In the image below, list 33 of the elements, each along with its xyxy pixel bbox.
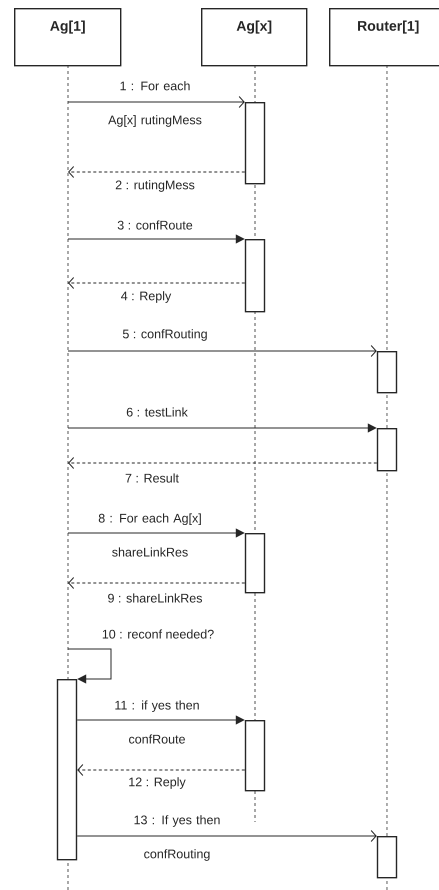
activation-bar <box>244 533 266 594</box>
lifeline-head: Router[1] <box>329 8 439 66</box>
message-label: 12 : Reply <box>129 777 186 789</box>
lifeline-head: Ag[1] <box>14 8 122 66</box>
activation-bar <box>376 428 398 472</box>
message-label: 4 : Reply <box>121 291 172 303</box>
activation-bar <box>244 720 266 792</box>
message-arrow <box>68 277 246 289</box>
message-arrow <box>68 457 378 469</box>
message-label: 1 : For each Ag[x] rutingMess <box>108 81 202 127</box>
message-label: 3 : confRoute <box>118 220 192 230</box>
message-label: 13 : If yes then confRouting <box>134 815 220 861</box>
message-arrow <box>68 648 112 684</box>
message-label: 8 : For each Ag[x] shareLinkRes <box>98 513 201 557</box>
activation-bar <box>376 836 398 878</box>
activation-bar <box>56 679 78 860</box>
message-arrow <box>68 577 246 589</box>
message-arrow <box>76 830 377 842</box>
activation-bar <box>376 351 398 394</box>
activation-bar <box>244 102 266 184</box>
message-label: 6 : testLink <box>126 407 188 417</box>
message-label: 9 : shareLinkRes <box>108 593 202 603</box>
message-label: 5 : confRouting <box>122 329 207 341</box>
message-arrow <box>77 764 246 776</box>
lifeline-head: Ag[x] <box>201 8 308 66</box>
message-label: 11 : if yes then confRoute <box>115 700 199 744</box>
activation-bar <box>244 239 266 312</box>
message-arrow <box>68 166 246 178</box>
message-label: 7 : Result <box>126 473 179 483</box>
message-arrow <box>68 96 245 108</box>
message-label: 10 : reconf needed? <box>102 629 214 639</box>
message-arrow <box>68 345 377 357</box>
message-label: 2 : rutingMess <box>116 180 194 192</box>
